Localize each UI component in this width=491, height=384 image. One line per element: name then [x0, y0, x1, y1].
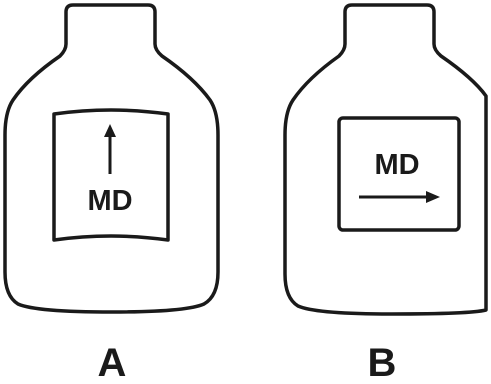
label-b-text: MD	[374, 149, 419, 181]
caption-a: A	[98, 341, 127, 384]
label-a-text: MD	[87, 185, 132, 217]
caption-b: B	[368, 341, 397, 384]
arrow-a-up-head	[104, 124, 116, 137]
bottle-a-curved-label	[52, 108, 170, 242]
bottle-b-flat-label	[337, 116, 461, 232]
figure-b: MD B	[283, 3, 488, 384]
arrow-b-right-head	[426, 191, 440, 203]
figure-a: MD A	[3, 3, 220, 384]
